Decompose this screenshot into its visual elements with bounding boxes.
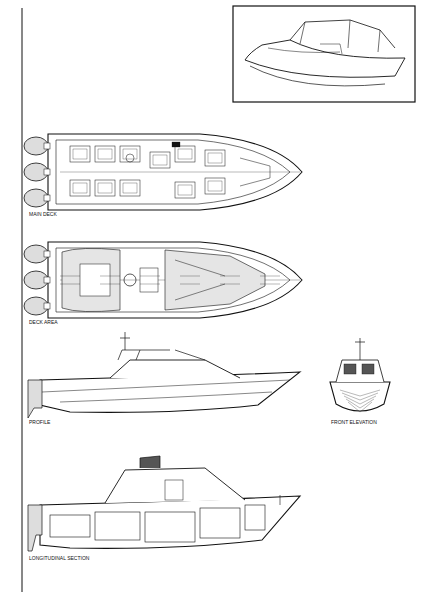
line-art (346, 399, 374, 408)
view-title: DECK AREA (28, 320, 59, 326)
line-art (105, 468, 245, 503)
sheet-frame (22, 8, 23, 592)
line-art (56, 248, 290, 312)
detail-box (172, 142, 180, 147)
line-art (60, 276, 80, 284)
view-title: LONGITUDINAL SECTION (28, 556, 90, 562)
line-art (140, 276, 160, 284)
detail-box (165, 480, 183, 500)
line-art (60, 172, 300, 173)
detail-box (120, 180, 140, 196)
detail-box (95, 146, 115, 162)
hull-plan (48, 242, 302, 318)
view-title: FRONT ELEVATION (330, 420, 378, 426)
detail-box (245, 505, 265, 530)
detail-box (44, 277, 50, 283)
view-title: MAIN DECK (28, 212, 58, 218)
detail-box (44, 251, 50, 257)
detail-box (80, 264, 110, 296)
hull-section (40, 496, 300, 548)
detail-box (70, 180, 90, 196)
line-art (140, 456, 160, 468)
detail-box (98, 149, 112, 159)
line-art (110, 360, 240, 378)
detail-box (44, 169, 50, 175)
detail-box (73, 149, 87, 159)
detail-box (95, 180, 115, 196)
detail-box (205, 178, 225, 194)
radar-mast (120, 332, 130, 350)
detail-box (175, 146, 195, 162)
detail-box (362, 364, 374, 374)
detail-box (140, 268, 158, 292)
detail-box (178, 185, 192, 195)
detail-box (344, 364, 356, 374)
line-art (268, 44, 342, 54)
detail-box (123, 183, 137, 193)
detail-box (73, 183, 87, 193)
line-art (175, 260, 225, 300)
detail-box (70, 146, 90, 162)
line-art (42, 380, 290, 402)
line-art (348, 402, 372, 412)
detail-box (200, 508, 240, 538)
outboard-motor (28, 380, 42, 418)
line-art (336, 360, 384, 382)
line-art (260, 276, 280, 284)
detail-box (208, 153, 222, 163)
outboard-motor (28, 505, 42, 551)
detail-box (98, 183, 112, 193)
detail-box (145, 512, 195, 542)
detail-box (44, 303, 50, 309)
line-art (340, 390, 380, 396)
detail-box (150, 152, 170, 168)
hull-profile (40, 372, 300, 412)
perspective-hull (245, 40, 405, 77)
detail-box (175, 182, 195, 198)
detail-box (95, 512, 140, 540)
line-art (240, 158, 270, 186)
line-art (180, 276, 200, 284)
line-art (165, 250, 265, 310)
hull-front (330, 382, 390, 411)
line-art (280, 495, 281, 505)
detail-box (44, 195, 50, 201)
line-art (118, 350, 205, 360)
line-art (100, 276, 120, 284)
line-art (220, 276, 240, 284)
detail-box (153, 155, 167, 165)
line-art (62, 248, 120, 311)
detail-box (120, 146, 140, 162)
detail-box (178, 149, 192, 159)
detail-box (50, 515, 90, 537)
line-art (290, 20, 395, 48)
detail-box (208, 181, 222, 191)
line-art (250, 66, 385, 86)
hull-plan (48, 134, 302, 210)
line-art (355, 338, 365, 360)
line-art (300, 20, 380, 52)
detail-box (205, 150, 225, 166)
detail-box (44, 143, 50, 149)
view-title: PROFILE (28, 420, 51, 426)
line-art (342, 393, 378, 400)
detail-box (233, 6, 415, 102)
